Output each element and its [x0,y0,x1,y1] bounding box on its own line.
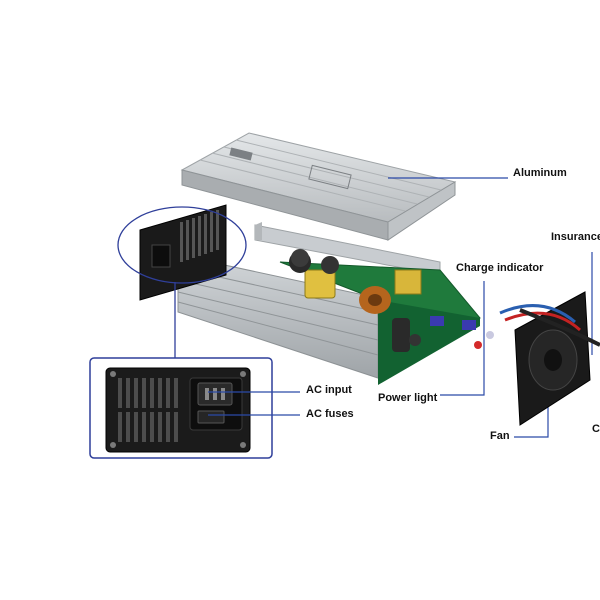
label-aluminum: Aluminum [513,167,567,179]
label-fan: Fan [490,430,510,442]
charge-indicator-led [486,331,494,339]
circuit-board [279,249,494,385]
callout-panel [105,367,251,453]
label-charge-indicator: Charge indicator [456,262,544,274]
fan-assembly [499,291,600,426]
label-ac-fuses: AC fuses [306,408,354,420]
power-light-led [474,341,482,349]
leader-lines [208,177,593,438]
label-partial-right: C [592,423,600,435]
ac-socket-icon [189,377,243,431]
label-ac-input: AC input [306,384,352,396]
aluminum-top-cover [180,132,457,241]
back-panel [139,204,227,301]
cooling-fan-icon [118,378,178,442]
highlight-ellipse [117,206,247,284]
label-insurance: Insurance [551,231,600,243]
label-power-light: Power light [378,392,438,404]
